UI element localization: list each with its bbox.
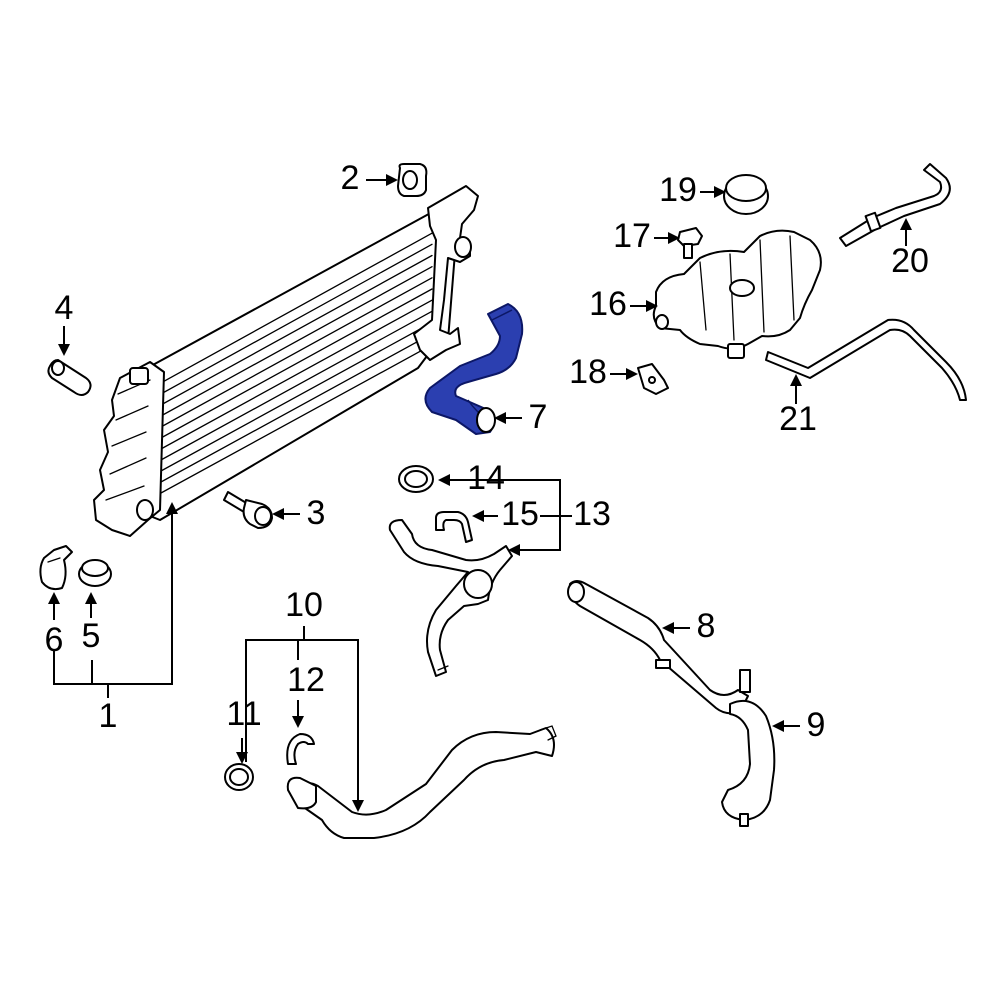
radiator-fin-line — [149, 344, 433, 500]
radiator-fin-line — [149, 232, 433, 390]
isolator-part-2[interactable] — [397, 163, 428, 197]
callout-20[interactable]: 20 — [891, 242, 929, 280]
bracket-part-6[interactable] — [39, 545, 73, 591]
callout-14[interactable]: 14 — [467, 459, 505, 497]
grommet-part-5[interactable] — [78, 559, 112, 587]
callout-12[interactable]: 12 — [287, 661, 325, 699]
radiator-fin-line — [149, 321, 433, 478]
callout-19[interactable]: 19 — [659, 171, 697, 209]
overflow-hose-part-21[interactable] — [765, 318, 967, 401]
pin-part-4[interactable] — [47, 359, 92, 396]
clip-part-15[interactable] — [435, 511, 473, 543]
callout-5[interactable]: 5 — [82, 617, 101, 655]
radiator-fin-line — [149, 333, 433, 489]
o-ring-part-14[interactable] — [398, 465, 434, 493]
bolt-part-3[interactable] — [223, 491, 273, 529]
callout-7[interactable]: 7 — [529, 398, 548, 436]
bolt-part-17[interactable] — [677, 227, 703, 259]
radiator-fin-line — [149, 299, 433, 456]
radiator-fin-line — [149, 310, 433, 467]
callout-1[interactable]: 1 — [99, 697, 118, 735]
cap-part-19[interactable] — [723, 174, 769, 215]
callout-3[interactable]: 3 — [307, 494, 326, 532]
radiator-fins — [149, 232, 433, 500]
clip-part-12[interactable] — [286, 733, 315, 765]
upper-hose-part-7[interactable] — [424, 303, 524, 435]
callout-15[interactable]: 15 — [501, 495, 539, 533]
radiator-fin-line — [149, 288, 433, 445]
coolant-tube-part-8[interactable] — [567, 580, 751, 715]
radiator[interactable] — [93, 185, 479, 537]
callout-numbers: 1 2 3 4 5 6 7 8 9 10 11 12 13 14 15 16 1… — [45, 159, 929, 744]
callout-11[interactable]: 11 — [226, 695, 261, 733]
radiator-fin-line — [149, 266, 433, 423]
callout-18[interactable]: 18 — [569, 353, 607, 391]
lower-hose-part-10[interactable] — [286, 725, 557, 839]
hose-part-9[interactable] — [721, 700, 776, 827]
callout-9[interactable]: 9 — [807, 706, 826, 744]
callout-8[interactable]: 8 — [697, 607, 716, 645]
callout-16[interactable]: 16 — [589, 285, 627, 323]
callout-10[interactable]: 10 — [285, 586, 323, 624]
callout-4[interactable]: 4 — [55, 289, 74, 327]
callout-13[interactable]: 13 — [573, 495, 611, 533]
vent-hose-part-20[interactable] — [839, 163, 951, 247]
callout-2[interactable]: 2 — [341, 159, 360, 197]
callout-17[interactable]: 17 — [613, 217, 651, 255]
bracket-part-18[interactable] — [637, 363, 669, 395]
radiator-fin-line — [149, 254, 433, 412]
o-ring-part-11[interactable] — [224, 763, 254, 791]
leader-lines — [48, 174, 912, 812]
callout-21[interactable]: 21 — [779, 400, 817, 438]
hose-assembly-part-13[interactable] — [388, 519, 513, 677]
reservoir-part-16[interactable] — [652, 229, 822, 359]
callout-6[interactable]: 6 — [45, 621, 64, 659]
radiator-fin-line — [149, 243, 433, 401]
radiator-fin-line — [149, 277, 433, 434]
